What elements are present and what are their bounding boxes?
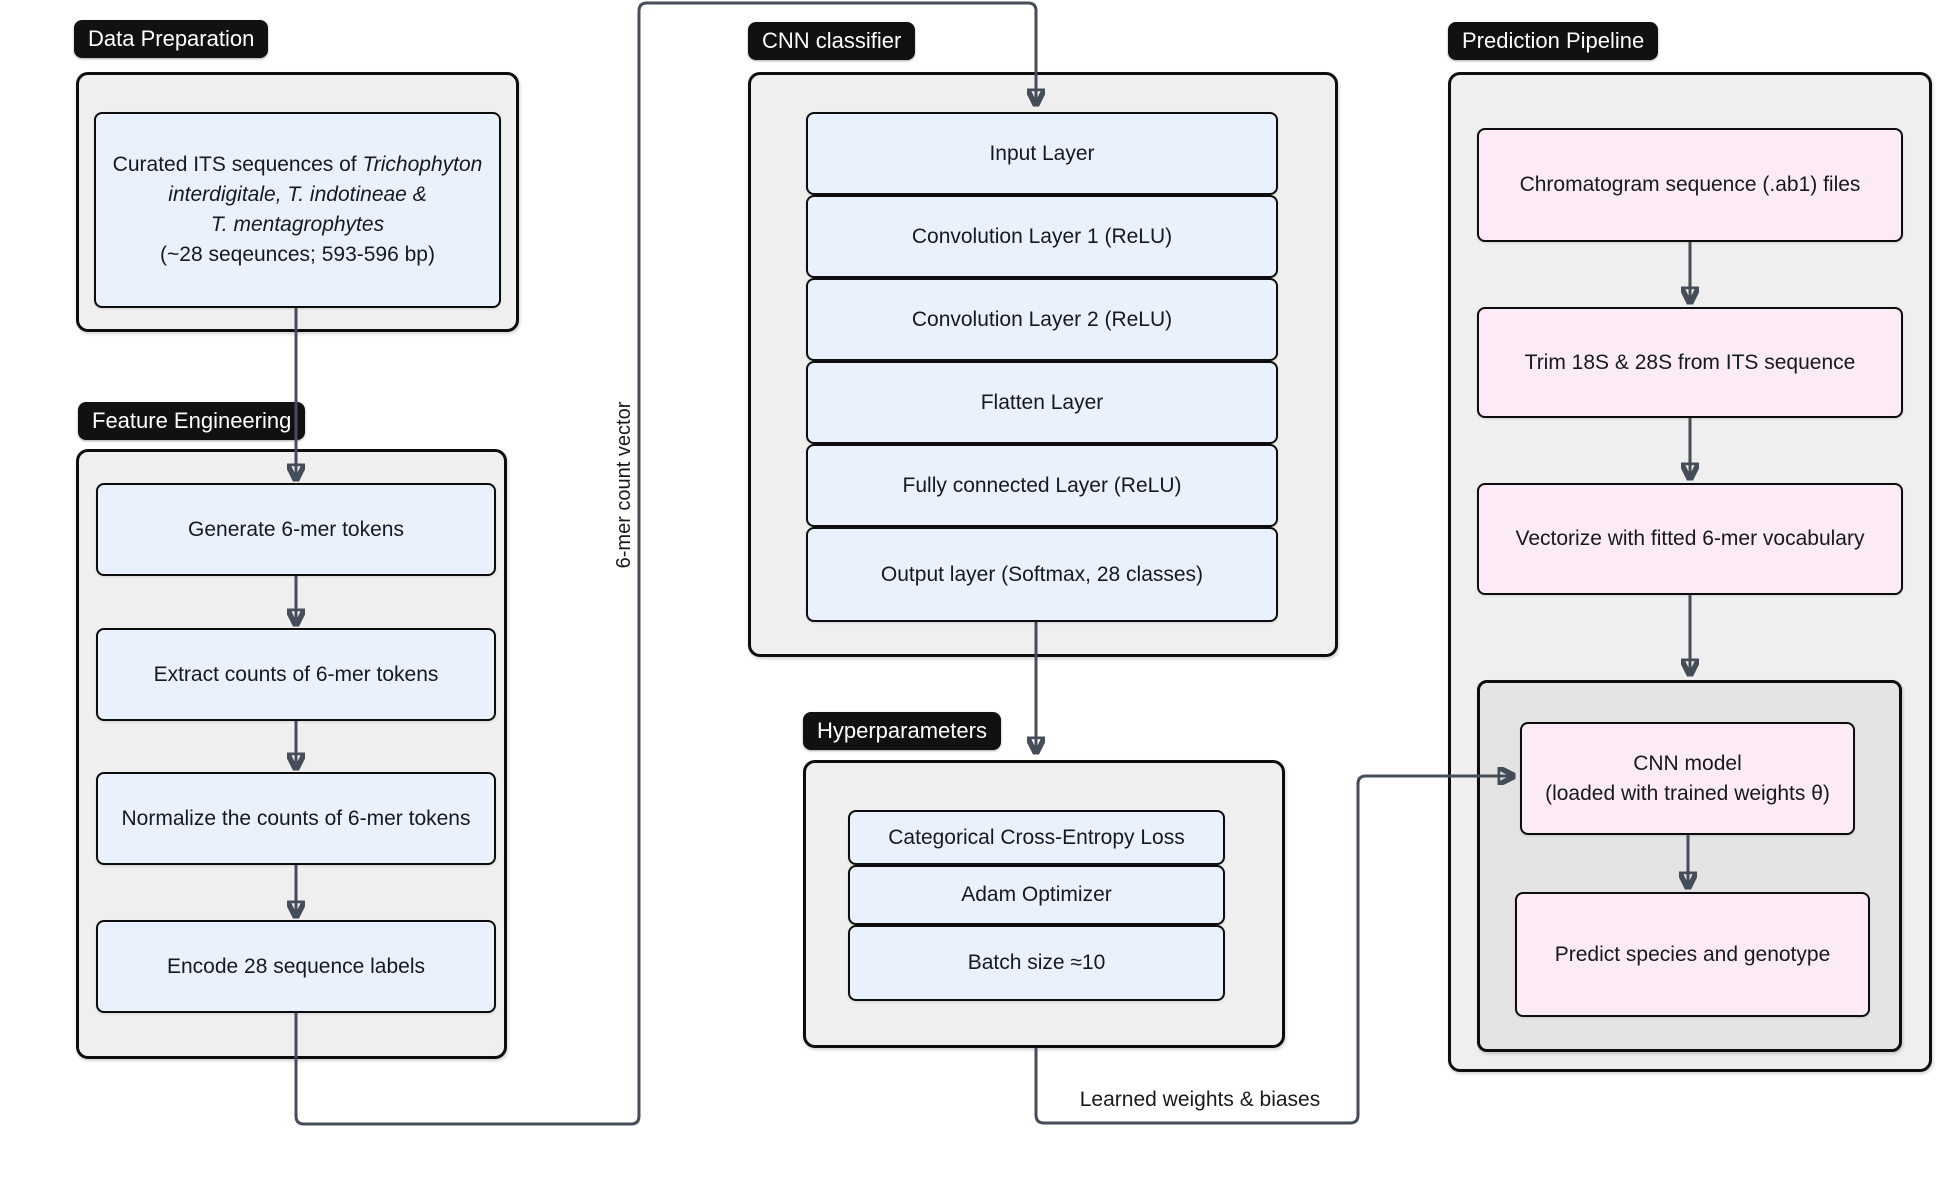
node-encode-labels: Encode 28 sequence labels (96, 920, 496, 1013)
curated-its-sequences-text: Curated ITS sequences of Trichophyton in… (113, 150, 483, 270)
node-chromatogram-files: Chromatogram sequence (.ab1) files (1477, 128, 1903, 242)
node-output-layer: Output layer (Softmax, 28 classes) (806, 527, 1278, 622)
cnn-model-loaded-text: CNN model (loaded with trained weights θ… (1545, 749, 1830, 809)
node-generate-6mer-tokens: Generate 6-mer tokens (96, 483, 496, 576)
node-normalize-counts: Normalize the counts of 6-mer tokens (96, 772, 496, 865)
cnn-model-line-1: CNN model (1633, 751, 1742, 775)
node-adam-optimizer: Adam Optimizer (848, 865, 1225, 925)
node-flatten-layer: Flatten Layer (806, 361, 1278, 444)
node-cnn-model-loaded: CNN model (loaded with trained weights θ… (1520, 722, 1855, 835)
curated-text-italic-1: Trichophyton (362, 153, 483, 176)
node-batch-size: Batch size ≈10 (848, 925, 1225, 1001)
section-label-prediction-pipeline: Prediction Pipeline (1448, 22, 1659, 60)
edge-label-learned-weights: Learned weights & biases (1079, 1088, 1321, 1111)
node-vectorize-vocabulary: Vectorize with fitted 6-mer vocabulary (1477, 483, 1903, 595)
section-label-cnn-classifier: CNN classifier (748, 22, 916, 60)
cnn-model-line-2: (loaded with trained weights θ) (1545, 781, 1830, 805)
node-convolution-layer-2: Convolution Layer 2 (ReLU) (806, 278, 1278, 361)
node-convolution-layer-1: Convolution Layer 1 (ReLU) (806, 195, 1278, 278)
node-input-layer: Input Layer (806, 112, 1278, 195)
curated-text-regular-1: Curated ITS sequences of (112, 153, 363, 176)
curated-text-italic-2: interdigitale, T. indotineae & (168, 183, 427, 206)
node-predict-species-genotype: Predict species and genotype (1515, 892, 1870, 1017)
node-cross-entropy-loss: Categorical Cross-Entropy Loss (848, 810, 1225, 865)
curated-text-regular-2: (~28 seqeunces; 593-596 bp) (160, 243, 435, 266)
node-curated-its-sequences: Curated ITS sequences of Trichophyton in… (94, 112, 501, 308)
section-label-hyperparameters: Hyperparameters (803, 712, 1001, 750)
edge-label-6mer-count-vector: 6-mer count vector (613, 401, 635, 569)
section-label-feature-engineering: Feature Engineering (78, 402, 306, 440)
node-extract-counts: Extract counts of 6-mer tokens (96, 628, 496, 721)
curated-text-italic-3: T. mentagrophytes (210, 213, 385, 236)
section-label-data-preparation: Data Preparation (74, 20, 269, 58)
node-fully-connected-layer: Fully connected Layer (ReLU) (806, 444, 1278, 527)
node-trim-its-sequence: Trim 18S & 28S from ITS sequence (1477, 307, 1903, 418)
